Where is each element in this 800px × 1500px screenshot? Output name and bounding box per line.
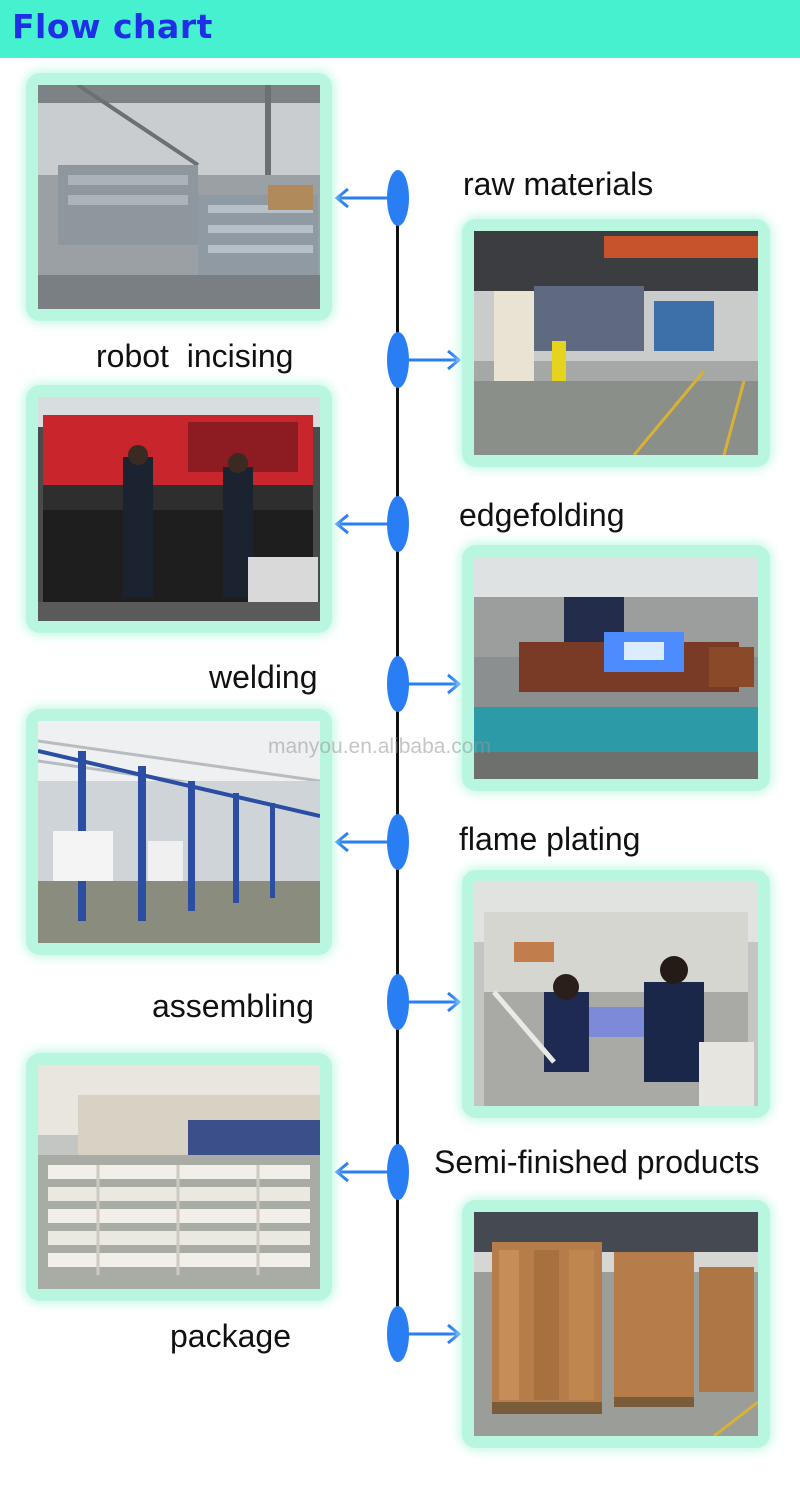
photo-package <box>462 1200 770 1448</box>
timeline-node <box>387 332 409 388</box>
timeline-line <box>396 175 399 1345</box>
arrow-left-icon <box>334 187 390 209</box>
step-label-assembling: assembling <box>152 988 314 1024</box>
photo-edgefolding <box>26 385 332 633</box>
photo-robot-incising <box>462 219 770 467</box>
step-label-robot-incising: robot incising <box>96 338 294 374</box>
arrow-right-icon <box>406 991 462 1013</box>
arrow-right-icon <box>406 349 462 371</box>
step-label-package: package <box>170 1318 291 1354</box>
photo-raw-materials <box>26 73 332 321</box>
step-label-edgefolding: edgefolding <box>459 497 625 533</box>
step-label-raw-materials: raw materials <box>463 166 654 202</box>
photo-flame-plating <box>26 709 332 955</box>
photo-semi-finished-products <box>26 1053 332 1301</box>
arrow-left-icon <box>334 831 390 853</box>
arrow-right-icon <box>406 673 462 695</box>
timeline-node <box>387 814 409 870</box>
timeline-node <box>387 656 409 712</box>
timeline-node <box>387 974 409 1030</box>
step-label-welding: welding <box>209 659 318 695</box>
timeline-node <box>387 170 409 226</box>
watermark: manyou.en.alibaba.com <box>268 735 491 758</box>
photo-assembling <box>462 870 770 1118</box>
timeline-node <box>387 496 409 552</box>
arrow-left-icon <box>334 1161 390 1183</box>
step-label-flame-plating: flame plating <box>459 821 641 857</box>
step-label-semi-finished-products: Semi-finished products <box>434 1144 760 1180</box>
photo-welding <box>462 545 770 791</box>
timeline-node <box>387 1144 409 1200</box>
arrow-right-icon <box>406 1323 462 1345</box>
header-bar: Flow chart <box>0 0 800 58</box>
arrow-left-icon <box>334 513 390 535</box>
timeline-node <box>387 1306 409 1362</box>
page-title: Flow chart <box>12 7 213 46</box>
